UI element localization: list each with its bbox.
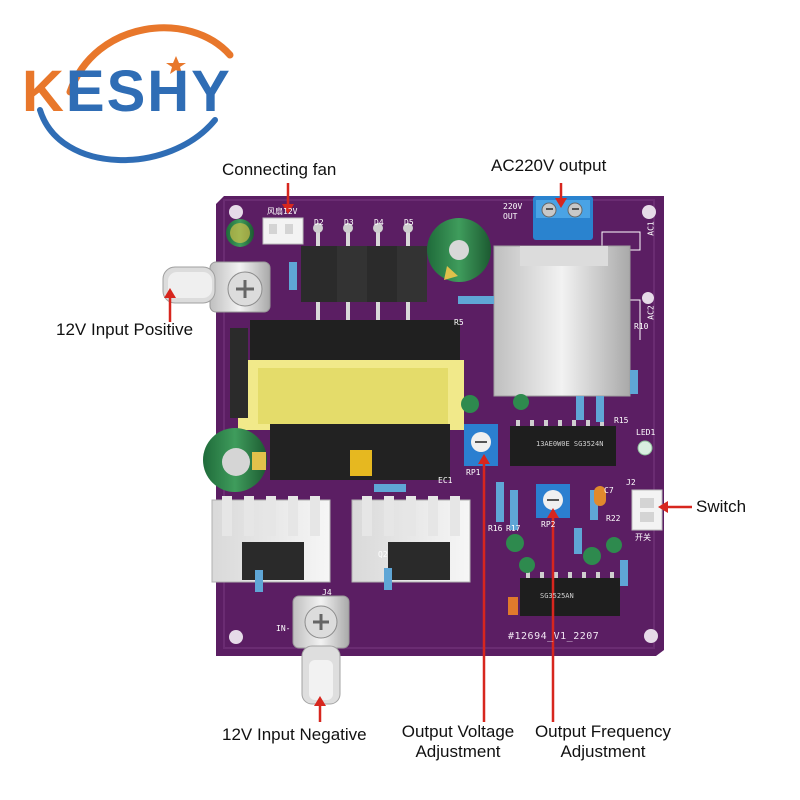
silk-d2: D2: [314, 218, 324, 227]
silk-q2: Q2: [378, 550, 388, 559]
silk-r10: R10: [634, 322, 649, 331]
silk-r16: R16: [488, 524, 503, 533]
silk-switch-cn: 开关: [635, 533, 651, 542]
label-input-negative: 12V Input Negative: [222, 725, 367, 744]
label-voltage-adjustment: Output Voltage Adjustment: [398, 722, 518, 762]
diode-bank: [301, 223, 427, 322]
ic1-marking: 13AE0W0E SG3524N: [536, 440, 604, 448]
silk-out: OUT: [503, 212, 518, 221]
brand-logo: KESHY: [22, 62, 232, 122]
mosfet-heatsink-left: [211, 496, 331, 583]
silk-j2: J2: [626, 478, 636, 487]
ic-sg3525: [520, 578, 620, 616]
silk-fan: 风扇12V: [267, 207, 298, 216]
silk-ec1: EC1: [438, 476, 453, 485]
silk-rp1: RP1: [466, 468, 481, 477]
silk-r15: R15: [614, 416, 629, 425]
output-heatsink: [493, 245, 631, 397]
logo-k: K: [22, 59, 66, 124]
small-caps: [461, 394, 622, 573]
label-ac-output: AC220V output: [491, 156, 607, 175]
silk-out-220: 220V: [503, 202, 523, 211]
silk-d3: D3: [344, 218, 354, 227]
label-voltage-line1: Output Voltage: [401, 722, 515, 741]
led: [637, 440, 653, 456]
mount-hole: [229, 630, 243, 644]
mount-hole: [642, 292, 654, 304]
silk-d5: D5: [404, 218, 414, 227]
board-id: #12694_V1_2207: [508, 631, 600, 642]
callout-arrows: [164, 183, 692, 722]
mount-hole: [229, 205, 243, 219]
label-connecting-fan: Connecting fan: [222, 160, 337, 179]
silk-r22: R22: [606, 514, 621, 523]
logo-esh: ESHY: [65, 59, 232, 124]
switch-connector: [631, 489, 663, 531]
silk-in-minus: IN-: [276, 624, 291, 633]
ic2-marking: SG3525AN: [540, 592, 574, 600]
mount-hole: [642, 205, 656, 219]
silk-d4: D4: [374, 218, 384, 227]
label-voltage-line2: Adjustment: [415, 742, 501, 761]
silk-rp2: RP2: [541, 520, 556, 529]
silk-ac2: AC2: [646, 305, 656, 320]
silk-r17: R17: [506, 524, 521, 533]
ic-sg3524: [510, 426, 616, 466]
silk-j4: J4: [322, 588, 332, 597]
label-frequency-adjustment: Output Frequency Adjustment: [530, 722, 676, 762]
label-frequency-line2: Adjustment: [560, 742, 646, 761]
label-input-positive: 12V Input Positive: [56, 320, 194, 339]
label-frequency-line1: Output Frequency: [534, 722, 672, 741]
transformer: [238, 320, 464, 480]
label-switch: Switch: [696, 497, 747, 516]
resistors: [255, 262, 638, 592]
silk-led1: LED1: [636, 428, 656, 437]
mosfet-heatsink-right: [351, 496, 471, 583]
silk-r5: R5: [454, 318, 464, 327]
mount-hole: [644, 629, 658, 643]
silk-ac1: AC1: [646, 221, 656, 236]
silk-c7: C7: [604, 486, 614, 495]
